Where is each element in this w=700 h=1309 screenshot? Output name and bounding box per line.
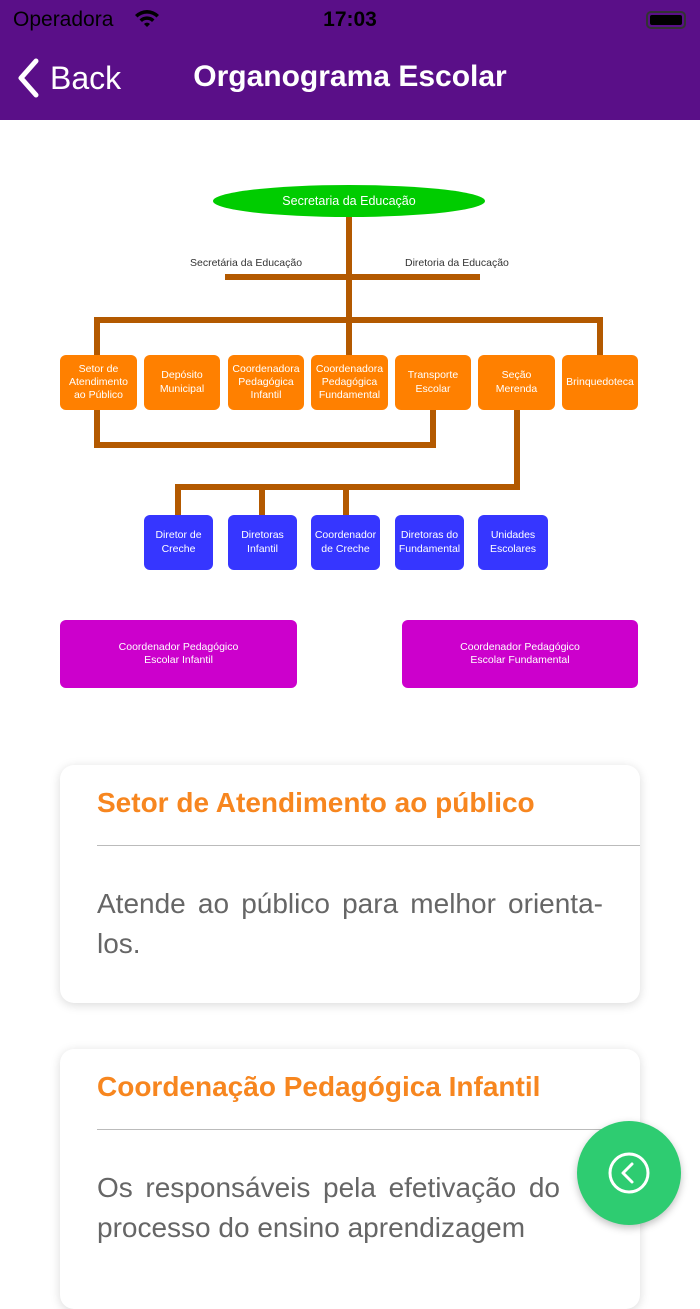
info-card: Setor de Atendimento ao público Atende a… <box>60 765 640 1003</box>
org-chart: Secretaria da Educação Secretária da Edu… <box>0 120 700 740</box>
branch-label: Diretoria da Educação <box>405 257 509 269</box>
org-node: Diretoras do Fundamental <box>395 515 464 570</box>
battery-icon <box>646 11 686 29</box>
branch-label: Secretária da Educação <box>190 257 303 269</box>
connector <box>259 487 349 515</box>
org-node: Coordenador de Creche <box>311 515 380 570</box>
wifi-icon <box>134 8 160 34</box>
org-node: Seção Merenda <box>478 355 555 410</box>
chevron-left-circle-icon <box>608 1152 650 1194</box>
card-body: Os responsáveis pela efetivação do proce… <box>97 1172 560 1243</box>
card-title: Coordenação Pedagógica Infantil <box>97 1049 640 1130</box>
clock: 17:03 <box>323 8 377 31</box>
info-card: Coordenação Pedagógica Infantil Os respo… <box>60 1049 640 1309</box>
org-node: Depósito Municipal <box>144 355 220 410</box>
page-title: Organograma Escolar <box>193 60 507 93</box>
org-node: Unidades Escolares <box>478 515 548 570</box>
back-fab-button[interactable] <box>577 1121 681 1225</box>
org-node: Coordenadora Pedagógica Fundamental <box>311 355 388 410</box>
connector <box>94 410 436 448</box>
connector <box>94 317 603 355</box>
org-node: Coordenador Pedagógico Escolar Fundament… <box>402 620 638 688</box>
card-body: Atende ao público para melhor orienta-lo… <box>97 888 603 959</box>
org-node: Diretoras Infantil <box>228 515 297 570</box>
org-chart-connectors <box>94 217 603 515</box>
org-node: Brinquedoteca <box>562 355 638 410</box>
back-label: Back <box>50 59 122 96</box>
org-node: Transporte Escolar <box>395 355 471 410</box>
root-node: Secretaria da Educação <box>213 185 485 217</box>
status-bar: Operadora 17:03 <box>0 0 700 40</box>
org-node: Coordenador Pedagógico Escolar Infantil <box>60 620 297 688</box>
card-title: Setor de Atendimento ao público <box>97 765 640 846</box>
org-node: Coordenadora Pedagógica Infantil <box>228 355 304 410</box>
org-node: Diretor de Creche <box>144 515 213 570</box>
chevron-left-icon <box>18 58 39 98</box>
back-button[interactable]: Back <box>16 58 121 98</box>
navigation-bar: Back Organograma Escolar <box>0 40 700 120</box>
carrier-label: Operadora <box>13 8 114 31</box>
org-node: Setor de Atendimento ao Público <box>60 355 137 410</box>
